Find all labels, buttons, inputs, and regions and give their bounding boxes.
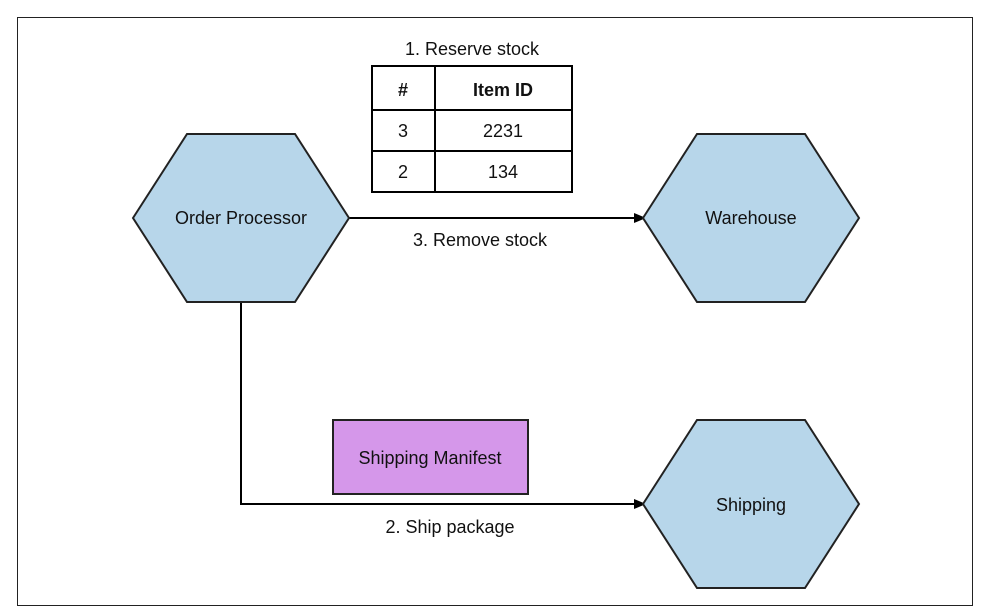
stock-table-cell: 2 [398,162,408,182]
shipping-manifest-node: Shipping Manifest [332,419,529,495]
ship-package-arrow [240,302,646,509]
warehouse-label: Warehouse [705,208,796,228]
ship-package-label: 2. Ship package [385,517,514,537]
warehouse-hexagon [641,133,861,303]
stock-table-cell: 2231 [483,121,523,141]
stock-table: # Item ID 3 2231 2 134 [371,65,573,193]
stock-table-cell: 134 [488,162,518,182]
order-processor-node: Order Processor [131,133,351,303]
shipping-manifest-box [332,419,529,495]
reserve-stock-label: 1. Reserve stock [405,39,540,59]
stock-table-header-item-id: Item ID [473,80,533,100]
shipping-label: Shipping [716,495,786,515]
stock-table-cell: 3 [398,121,408,141]
stock-table-header-number: # [398,80,408,100]
order-processor-hexagon [131,133,351,303]
shipping-hexagon [641,419,861,589]
order-processor-label: Order Processor [175,208,307,228]
shipping-manifest-label: Shipping Manifest [358,448,501,468]
warehouse-node: Warehouse [641,133,861,303]
shipping-node: Shipping [641,419,861,589]
remove-stock-label: 3. Remove stock [413,230,548,250]
stock-table-border [371,65,573,193]
